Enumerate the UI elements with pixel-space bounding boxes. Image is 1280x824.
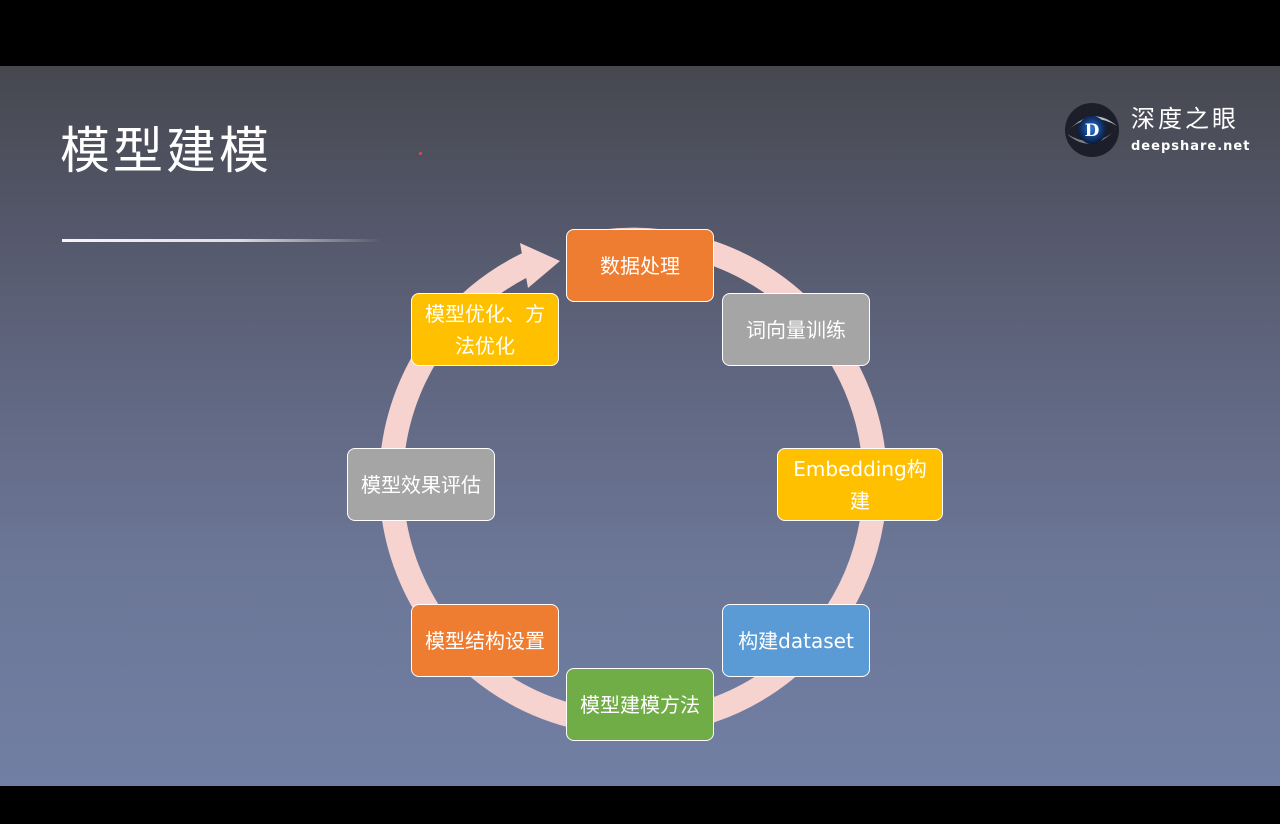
- bottom-letterbox: [0, 786, 1280, 824]
- brand-logo: D 深度之眼 deepshare.net: [1064, 102, 1249, 160]
- step-embedding-build: Embedding构建: [777, 448, 943, 521]
- step-model-evaluation: 模型效果评估: [347, 448, 495, 521]
- top-letterbox: [0, 0, 1280, 66]
- step-data-processing: 数据处理: [566, 229, 714, 302]
- slide: 模型建模 D 深度之眼 deepshare.net 数据处理 词向量训: [0, 66, 1280, 786]
- step-model-optimization: 模型优化、方法优化: [411, 293, 559, 366]
- decorative-dot: [419, 152, 422, 155]
- eye-logo-icon: D: [1065, 103, 1119, 157]
- step-label: 模型建模方法: [580, 692, 700, 717]
- brand-name-en: deepshare.net: [1131, 139, 1251, 154]
- step-label: 模型效果评估: [361, 472, 481, 497]
- brand-name-cn: 深度之眼: [1131, 105, 1239, 133]
- step-label: 数据处理: [600, 253, 680, 278]
- slide-title: 模型建模: [60, 122, 272, 180]
- logo-mark-letter: D: [1085, 121, 1100, 141]
- step-label: 模型结构设置: [425, 628, 545, 653]
- step-label: 模型优化、方法优化: [425, 301, 545, 358]
- step-label: 词向量训练: [746, 317, 846, 342]
- step-label: Embedding构建: [793, 456, 927, 513]
- step-label: 构建dataset: [738, 628, 854, 653]
- step-word-vector-training: 词向量训练: [722, 293, 870, 366]
- cycle-ring-arrowhead: [520, 243, 560, 288]
- step-build-dataset: 构建dataset: [722, 604, 870, 677]
- step-modeling-method: 模型建模方法: [566, 668, 714, 741]
- title-underline: [62, 239, 382, 242]
- step-model-structure: 模型结构设置: [411, 604, 559, 677]
